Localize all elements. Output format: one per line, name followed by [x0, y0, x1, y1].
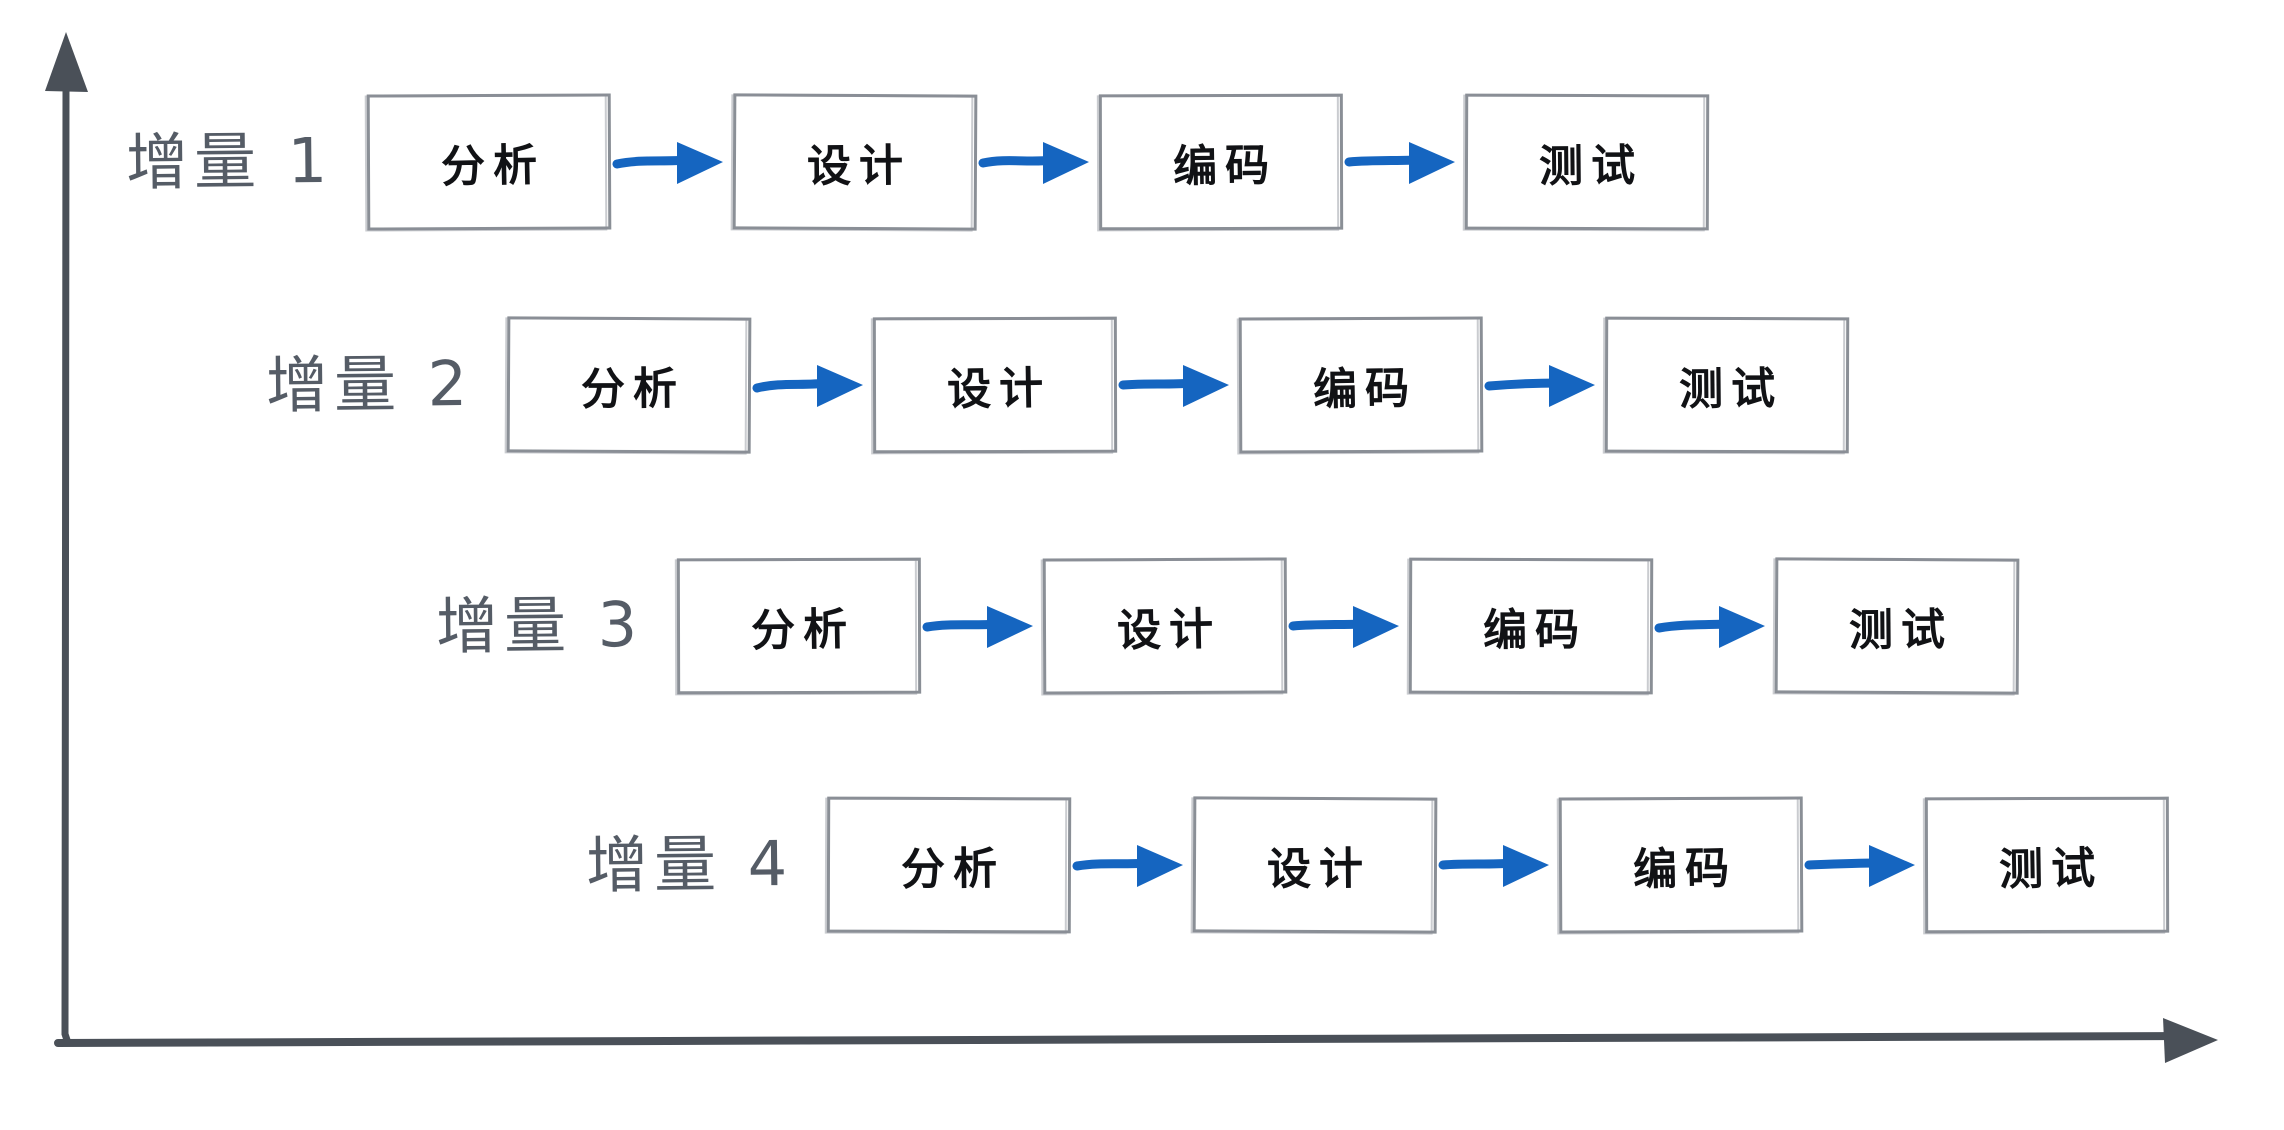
arrow-coding-to-testing-1 — [1343, 132, 1465, 192]
stage-box-coding-4[interactable]: 编码 — [1558, 796, 1804, 934]
stage-box-testing-3[interactable]: 测试 — [1774, 557, 2020, 695]
arrow-analysis-to-design-2 — [751, 355, 873, 415]
stage-label: 分析 — [580, 363, 686, 416]
stage-label: 编码 — [1482, 604, 1588, 657]
arrow-analysis-to-design-4 — [1071, 835, 1193, 895]
stage-label: 测试 — [1848, 604, 1954, 657]
stage-box-testing-1[interactable]: 测试 — [1464, 93, 1710, 231]
stage-label: 设计 — [806, 140, 912, 193]
stage-box-testing-2[interactable]: 测试 — [1604, 316, 1850, 454]
arrow-coding-to-testing-3 — [1653, 596, 1775, 656]
stage-box-analysis-1[interactable]: 分析 — [366, 93, 612, 231]
x-axis-line — [54, 1032, 2184, 1047]
stage-box-design-3[interactable]: 设计 — [1042, 557, 1288, 695]
stage-box-coding-3[interactable]: 编码 — [1408, 557, 1654, 695]
increment-row-2-label: 增量 2 — [265, 346, 474, 423]
stage-label: 设计 — [1116, 603, 1222, 657]
stage-box-design-1[interactable]: 设计 — [732, 93, 978, 231]
stage-label: 分析 — [440, 139, 546, 193]
stage-label: 测试 — [1998, 843, 2104, 896]
stage-label: 设计 — [1266, 843, 1372, 896]
stage-label: 分析 — [900, 843, 1006, 896]
arrow-design-to-coding-4 — [1437, 835, 1559, 895]
stage-label: 编码 — [1172, 140, 1278, 193]
stage-box-analysis-4[interactable]: 分析 — [826, 796, 1072, 934]
y-axis-arrowhead-icon — [45, 32, 88, 92]
increment-row-1-label: 增量 1 — [125, 123, 334, 200]
arrow-analysis-to-design-3 — [921, 596, 1043, 656]
stage-box-testing-4[interactable]: 测试 — [1924, 796, 2170, 934]
arrow-design-to-coding-2 — [1117, 355, 1239, 415]
increment-row-4: 增量 4 分析 设计 编码 — [585, 795, 2170, 935]
arrow-coding-to-testing-2 — [1483, 355, 1605, 415]
arrow-coding-to-testing-4 — [1803, 835, 1925, 895]
stage-label: 测试 — [1678, 363, 1784, 416]
increment-row-3-label: 增量 3 — [435, 587, 644, 664]
arrow-design-to-coding-3 — [1287, 596, 1409, 656]
increment-row-2: 增量 2 分析 设计 编码 — [265, 315, 1850, 455]
stage-label: 分析 — [750, 604, 856, 657]
stage-box-design-4[interactable]: 设计 — [1192, 796, 1438, 934]
stage-label: 编码 — [1312, 362, 1418, 416]
increment-row-4-label: 增量 4 — [585, 826, 794, 903]
stage-label: 设计 — [946, 363, 1052, 416]
stage-box-coding-2[interactable]: 编码 — [1238, 316, 1484, 454]
y-axis-line — [61, 80, 71, 1044]
stage-box-coding-1[interactable]: 编码 — [1098, 93, 1344, 231]
x-axis-arrowhead-icon — [2163, 1018, 2218, 1063]
stage-box-analysis-2[interactable]: 分析 — [506, 316, 752, 454]
stage-box-design-2[interactable]: 设计 — [872, 316, 1118, 454]
arrow-design-to-coding-1 — [977, 132, 1099, 192]
stage-label: 编码 — [1632, 842, 1738, 896]
stage-box-analysis-3[interactable]: 分析 — [676, 557, 922, 695]
increment-row-3: 增量 3 分析 设计 编码 — [435, 556, 2020, 696]
stage-label: 测试 — [1538, 140, 1644, 193]
increment-row-1: 增量 1 分析 设计 编码 — [125, 92, 1710, 232]
arrow-analysis-to-design-1 — [611, 132, 733, 192]
